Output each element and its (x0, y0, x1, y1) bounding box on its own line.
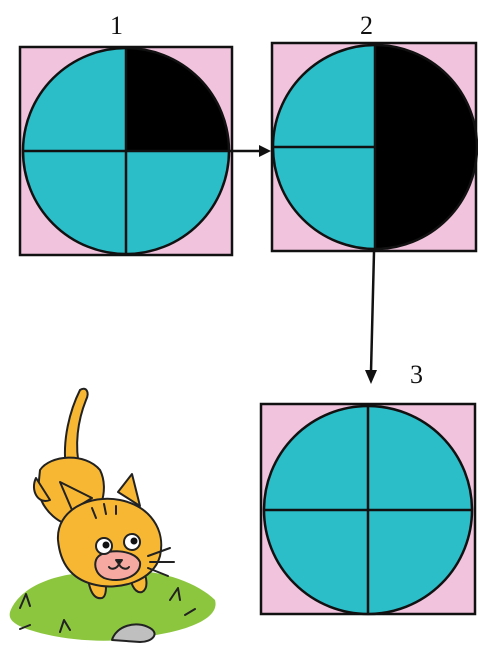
cat-icon (10, 389, 216, 642)
panel-3: 3 (261, 360, 475, 614)
arrow-2-head (365, 370, 377, 384)
panel-2-label: 2 (360, 11, 373, 40)
arrow-1-head (259, 145, 271, 157)
arrow-2-shaft (371, 252, 374, 372)
panel-1: 1 (20, 11, 232, 255)
panel-3-label: 3 (410, 360, 423, 389)
panel-1-label: 1 (110, 11, 123, 40)
arrow-2-to-3 (365, 252, 377, 384)
arrow-1-to-2 (229, 145, 271, 157)
panel-2: 2 (272, 11, 477, 251)
cat-pupil-right (131, 538, 138, 545)
cat-pupil-left (103, 542, 110, 549)
